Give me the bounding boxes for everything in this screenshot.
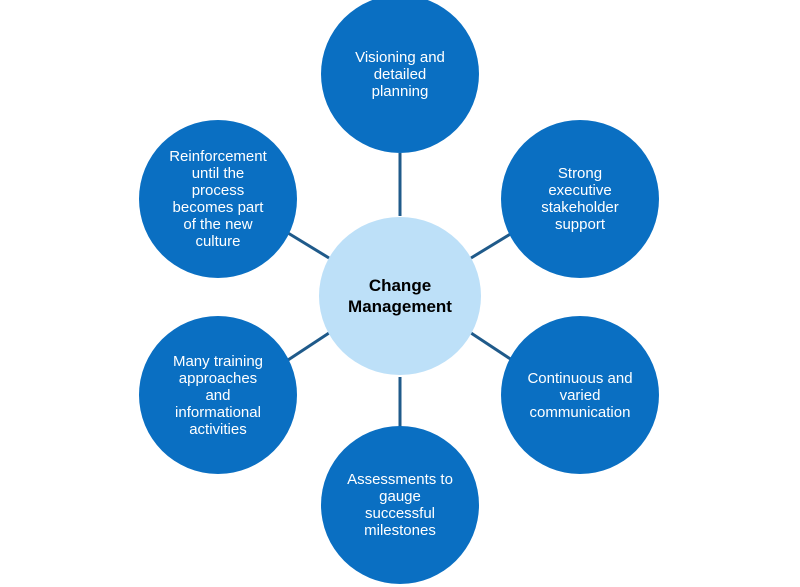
- node-training: Many training approaches and information…: [139, 316, 297, 474]
- node-communication: Continuous and varied communication: [501, 316, 659, 474]
- node-label: Reinforcement until the process becomes …: [169, 148, 267, 250]
- node-assessments: Assessments to gauge successful mileston…: [321, 426, 479, 584]
- center-node-change-management: Change Management: [319, 217, 481, 375]
- node-label: Assessments to gauge successful mileston…: [347, 471, 453, 539]
- node-label: Many training approaches and information…: [172, 352, 264, 438]
- node-executive-support: Strong executive stakeholder support: [501, 120, 659, 278]
- connector-upper-left: [287, 231, 330, 260]
- node-label: Visioning and detailed planning: [355, 48, 445, 100]
- node-reinforcement: Reinforcement until the process becomes …: [139, 120, 297, 278]
- node-label: Continuous and varied communication: [527, 369, 633, 421]
- connector-lower-right: [470, 331, 513, 362]
- node-visioning-planning: Visioning and detailed planning: [321, 0, 479, 153]
- connector-lower-left: [287, 331, 330, 362]
- connector-upper-right: [470, 231, 513, 260]
- node-label: Strong executive stakeholder support: [541, 165, 619, 233]
- center-label: Change Management: [348, 276, 452, 316]
